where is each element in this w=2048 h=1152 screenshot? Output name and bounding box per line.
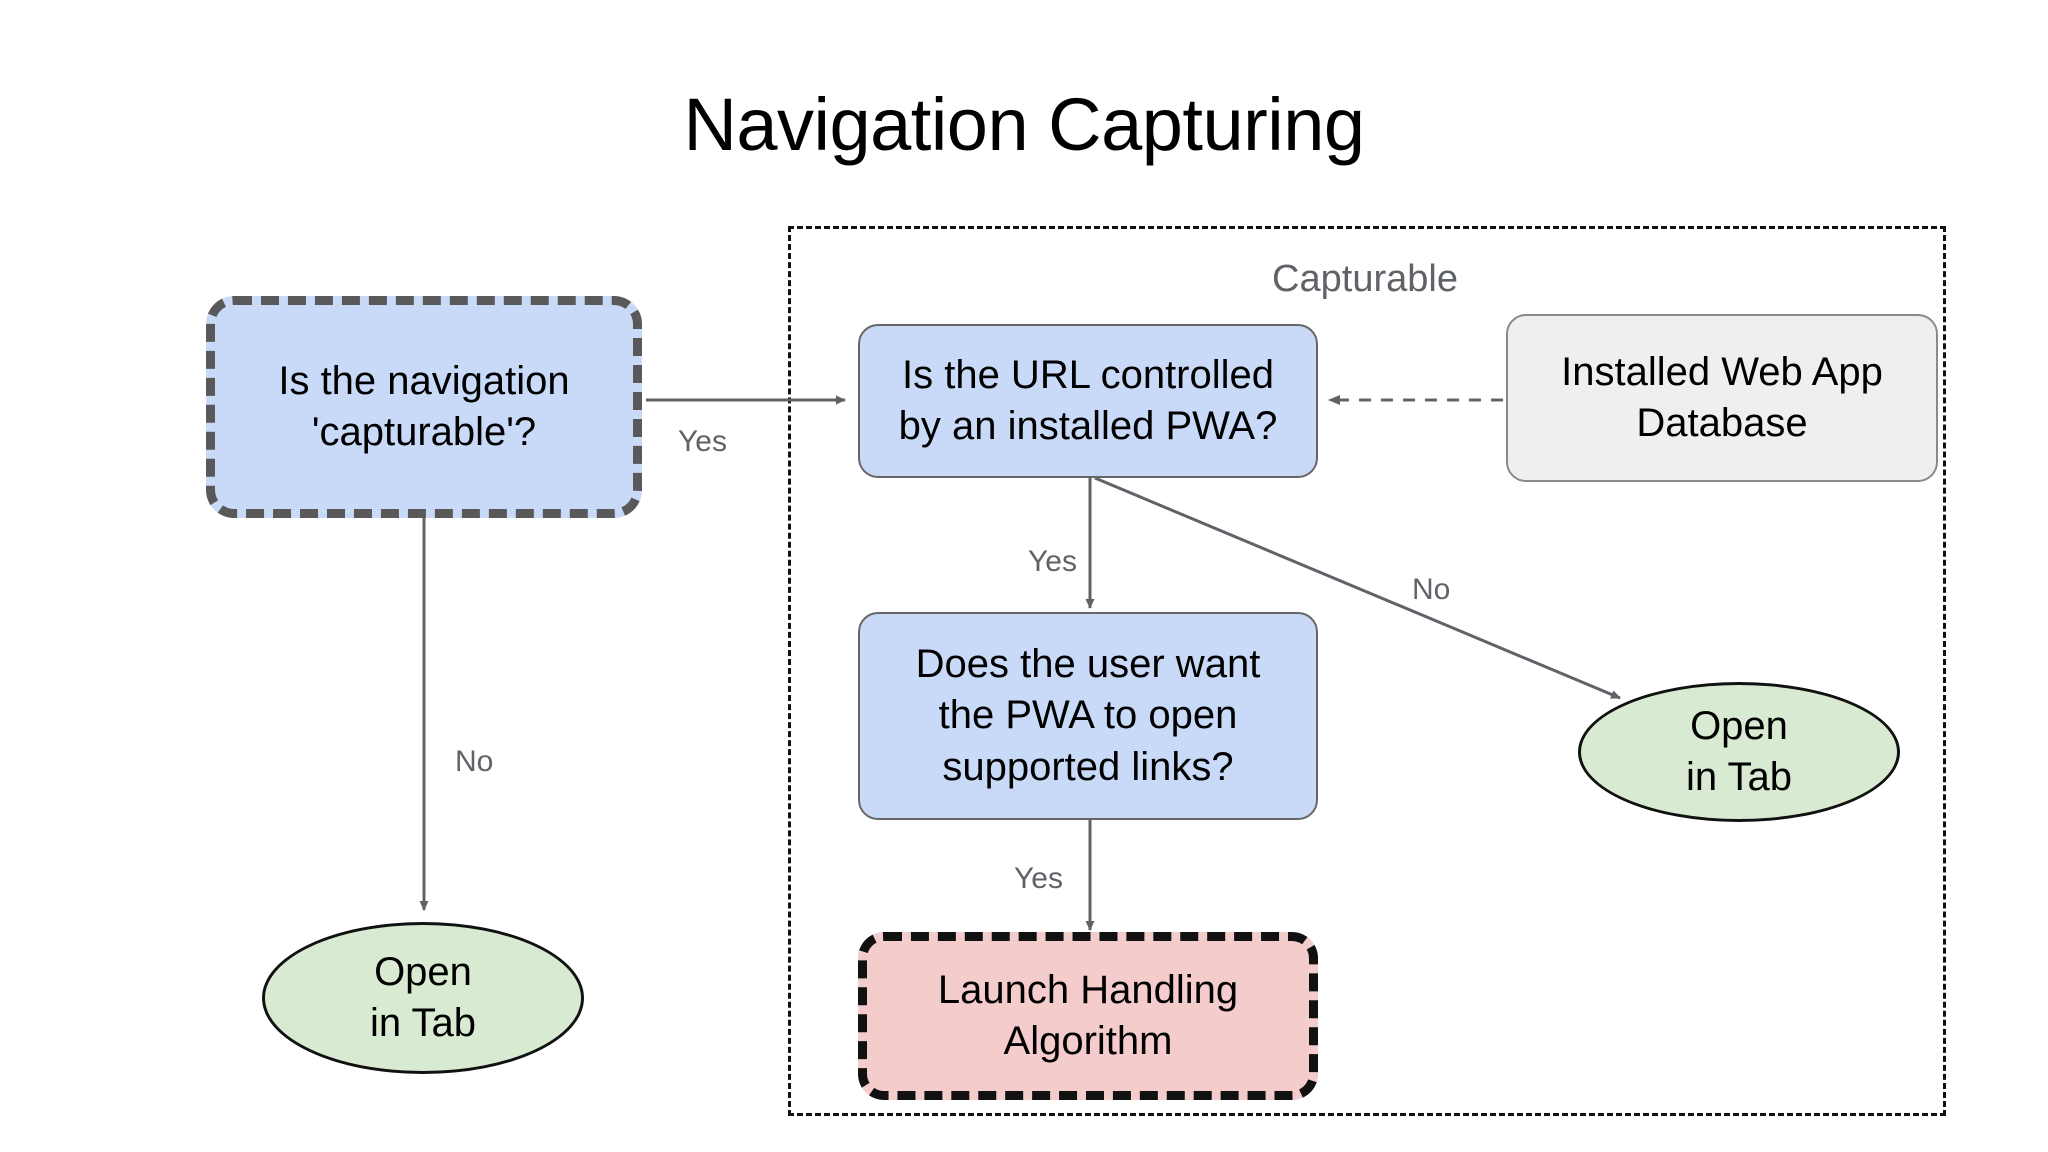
node-launch-handling-algorithm-label: Launch Handling Algorithm xyxy=(937,967,1239,1063)
node-url-controlled[interactable]: Is the URL controlled by an installed PW… xyxy=(858,324,1318,478)
node-open-in-tab-left[interactable]: Open in Tab xyxy=(262,922,584,1074)
capturable-group-label: Capturable xyxy=(1272,258,1458,300)
node-user-wants-pwa[interactable]: Does the user want the PWA to open suppo… xyxy=(858,612,1318,820)
capturable-group-frame xyxy=(788,226,1946,1116)
edge-label-url-yes: Yes xyxy=(1028,545,1077,578)
node-open-in-tab-left-label: Open in Tab xyxy=(369,949,476,1045)
edge-label-capturable-no: No xyxy=(455,745,494,778)
node-user-wants-pwa-label: Does the user want the PWA to open suppo… xyxy=(915,642,1261,789)
node-open-in-tab-right[interactable]: Open in Tab xyxy=(1578,682,1900,822)
node-launch-handling-algorithm[interactable]: Launch Handling Algorithm xyxy=(858,932,1318,1100)
node-web-app-database[interactable]: Installed Web App Database xyxy=(1506,314,1938,482)
node-web-app-database-label: Installed Web App Database xyxy=(1561,349,1883,445)
edge-label-capturable-yes: Yes xyxy=(678,425,727,458)
page-title: Navigation Capturing xyxy=(683,83,1365,166)
edge-label-user-yes: Yes xyxy=(1014,862,1063,895)
node-is-capturable[interactable]: Is the navigation 'capturable'? xyxy=(206,296,642,518)
node-url-controlled-label: Is the URL controlled by an installed PW… xyxy=(898,352,1278,448)
node-open-in-tab-right-label: Open in Tab xyxy=(1685,703,1792,799)
edge-label-url-no: No xyxy=(1412,573,1451,606)
node-is-capturable-label: Is the navigation 'capturable'? xyxy=(278,358,570,454)
